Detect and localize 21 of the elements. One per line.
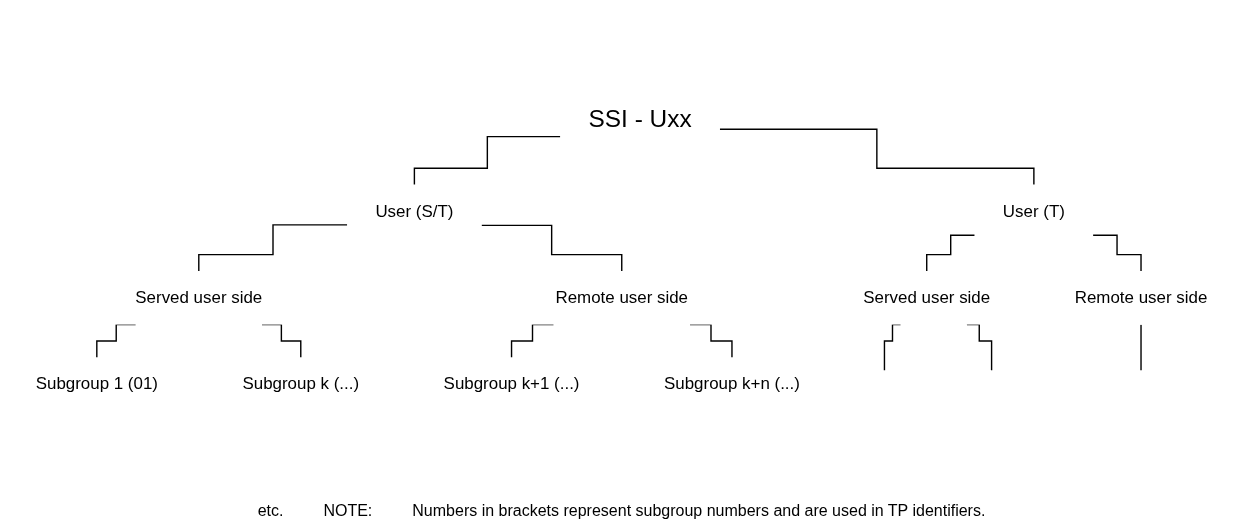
connector	[926, 234, 976, 272]
node-text: Served user side	[135, 287, 263, 307]
note-label: NOTE:	[323, 502, 373, 520]
connector	[1140, 323, 1142, 371]
connector	[719, 128, 1035, 186]
note-text: Numbers in brackets represent subgroup numbers and are used in TP identifiers.	[412, 502, 986, 520]
node-text: SSI - Uxx	[588, 104, 692, 133]
connector	[198, 224, 348, 272]
note-text: etc.	[257, 502, 284, 520]
node-text: Served user side	[863, 287, 991, 307]
node-text: Subgroup 1 (01)	[35, 374, 158, 394]
node-text: Subgroup k+n (...)	[664, 374, 800, 394]
connector	[413, 135, 561, 186]
connector	[1092, 234, 1142, 272]
node-text: Remote user side	[555, 287, 689, 307]
node-text: Subgroup k (...)	[242, 374, 360, 394]
node-text: User (S/T)	[375, 201, 454, 221]
connector	[480, 224, 623, 272]
node-text: Remote user side	[1074, 287, 1208, 307]
node-text: User (T)	[1002, 201, 1065, 221]
node-text: Subgroup k+1 (...)	[443, 374, 580, 394]
